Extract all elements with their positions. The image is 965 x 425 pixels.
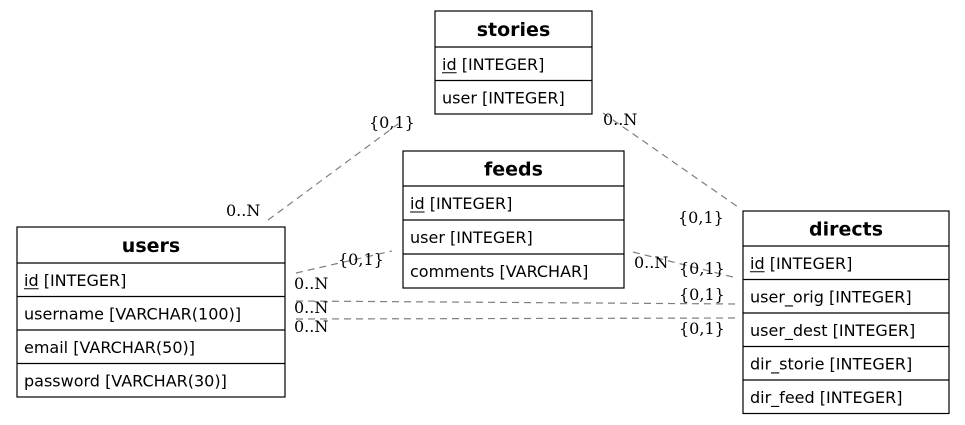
attribute-type: [VARCHAR(30)] xyxy=(105,371,227,390)
attribute-name: id xyxy=(24,271,39,290)
attribute-name: password xyxy=(24,371,100,390)
entity-title: stories xyxy=(477,19,551,41)
attribute-type: [INTEGER] xyxy=(430,194,513,213)
attribute-row: username [VARCHAR(100)] xyxy=(24,304,241,323)
attribute-name: comments xyxy=(410,262,494,281)
attribute-row: id [INTEGER] xyxy=(410,194,512,213)
attribute-row: user_dest [INTEGER] xyxy=(750,321,915,341)
attribute-name: email xyxy=(24,338,68,357)
attribute-name: user xyxy=(442,88,477,107)
relationship-line-users-feeds xyxy=(295,250,393,274)
entity-box xyxy=(434,10,593,115)
cardinality-from-stories-directs: 0..N xyxy=(603,110,637,129)
cardinality-labels: 0..N {0,1} 0..N {0,1} 0..N {0,1} 0..N {0,1} 0..N… xyxy=(226,110,725,338)
attribute-name: user_dest xyxy=(750,321,828,341)
attribute-name: id xyxy=(442,55,457,74)
entity-box xyxy=(742,210,950,415)
entity-box xyxy=(16,226,286,398)
cardinality-to-users-directs-orig: {0,1} xyxy=(679,285,725,304)
cardinality-from-users-directs-dest: 0..N xyxy=(294,317,328,336)
relationship-line-users-directs-orig xyxy=(295,300,741,305)
cardinality-to-feeds-directs: {0,1} xyxy=(679,259,725,278)
entity-title: feeds xyxy=(484,159,543,181)
attribute-row: comments [VARCHAR] xyxy=(410,262,588,281)
cardinality-from-users-directs-orig: 0..N xyxy=(294,298,328,317)
attribute-row: user [INTEGER] xyxy=(410,228,533,247)
attribute-row: user_orig [INTEGER] xyxy=(750,287,912,307)
attribute-name: dir_feed xyxy=(750,388,815,408)
attribute-type: [INTEGER] xyxy=(820,388,903,407)
attribute-type: [INTEGER] xyxy=(833,321,916,340)
attribute-type: [INTEGER] xyxy=(770,254,853,273)
attribute-type: [INTEGER] xyxy=(482,88,565,107)
attribute-row: dir_feed [INTEGER] xyxy=(750,388,902,408)
attribute-name: dir_storie xyxy=(750,354,824,374)
attribute-row: email [VARCHAR(50)] xyxy=(24,338,195,357)
cardinality-to-stories-directs: {0,1} xyxy=(678,208,724,227)
cardinality-to-users-directs-dest: {0,1} xyxy=(679,319,725,338)
attribute-type: [INTEGER] xyxy=(462,55,545,74)
attribute-row: id [INTEGER] xyxy=(750,254,852,273)
relationship-line-users-stories xyxy=(267,123,399,221)
attribute-type: [VARCHAR] xyxy=(499,262,588,281)
entity-title: directs xyxy=(809,219,883,241)
cardinality-from-users-stories: 0..N xyxy=(226,201,260,220)
attribute-name: id xyxy=(750,254,765,273)
cardinality-from-users-feeds: 0..N xyxy=(294,274,328,293)
attribute-name: user_orig xyxy=(750,287,824,307)
attribute-type: [VARCHAR(50)] xyxy=(73,338,195,357)
attribute-name: id xyxy=(410,194,425,213)
attribute-type: [INTEGER] xyxy=(44,271,127,290)
attribute-row: password [VARCHAR(30)] xyxy=(24,371,227,390)
relationship-line-stories-directs xyxy=(602,112,739,208)
cardinality-to-users-feeds: {0,1} xyxy=(338,250,384,269)
relationship-line-feeds-directs xyxy=(632,251,738,279)
attribute-type: [VARCHAR(100)] xyxy=(109,304,241,323)
entity-title: users xyxy=(122,235,180,257)
relationship-lines xyxy=(267,112,741,320)
attribute-type: [INTEGER] xyxy=(830,354,913,373)
attribute-type: [INTEGER] xyxy=(829,287,912,306)
attribute-type: [INTEGER] xyxy=(450,228,533,247)
attribute-row: id [INTEGER] xyxy=(442,55,544,74)
attribute-name: user xyxy=(410,228,445,247)
attribute-name: username xyxy=(24,304,104,323)
cardinality-to-users-stories: {0,1} xyxy=(369,113,415,132)
cardinality-from-feeds-directs: 0..N xyxy=(634,253,668,272)
attribute-row: id [INTEGER] xyxy=(24,271,126,290)
attribute-row: dir_storie [INTEGER] xyxy=(750,354,912,374)
entity-users: users id [INTEGER] username [VARCHAR(100)]… xyxy=(16,226,286,398)
attribute-row: user [INTEGER] xyxy=(442,88,565,107)
relationship-line-users-directs-dest xyxy=(295,317,741,320)
